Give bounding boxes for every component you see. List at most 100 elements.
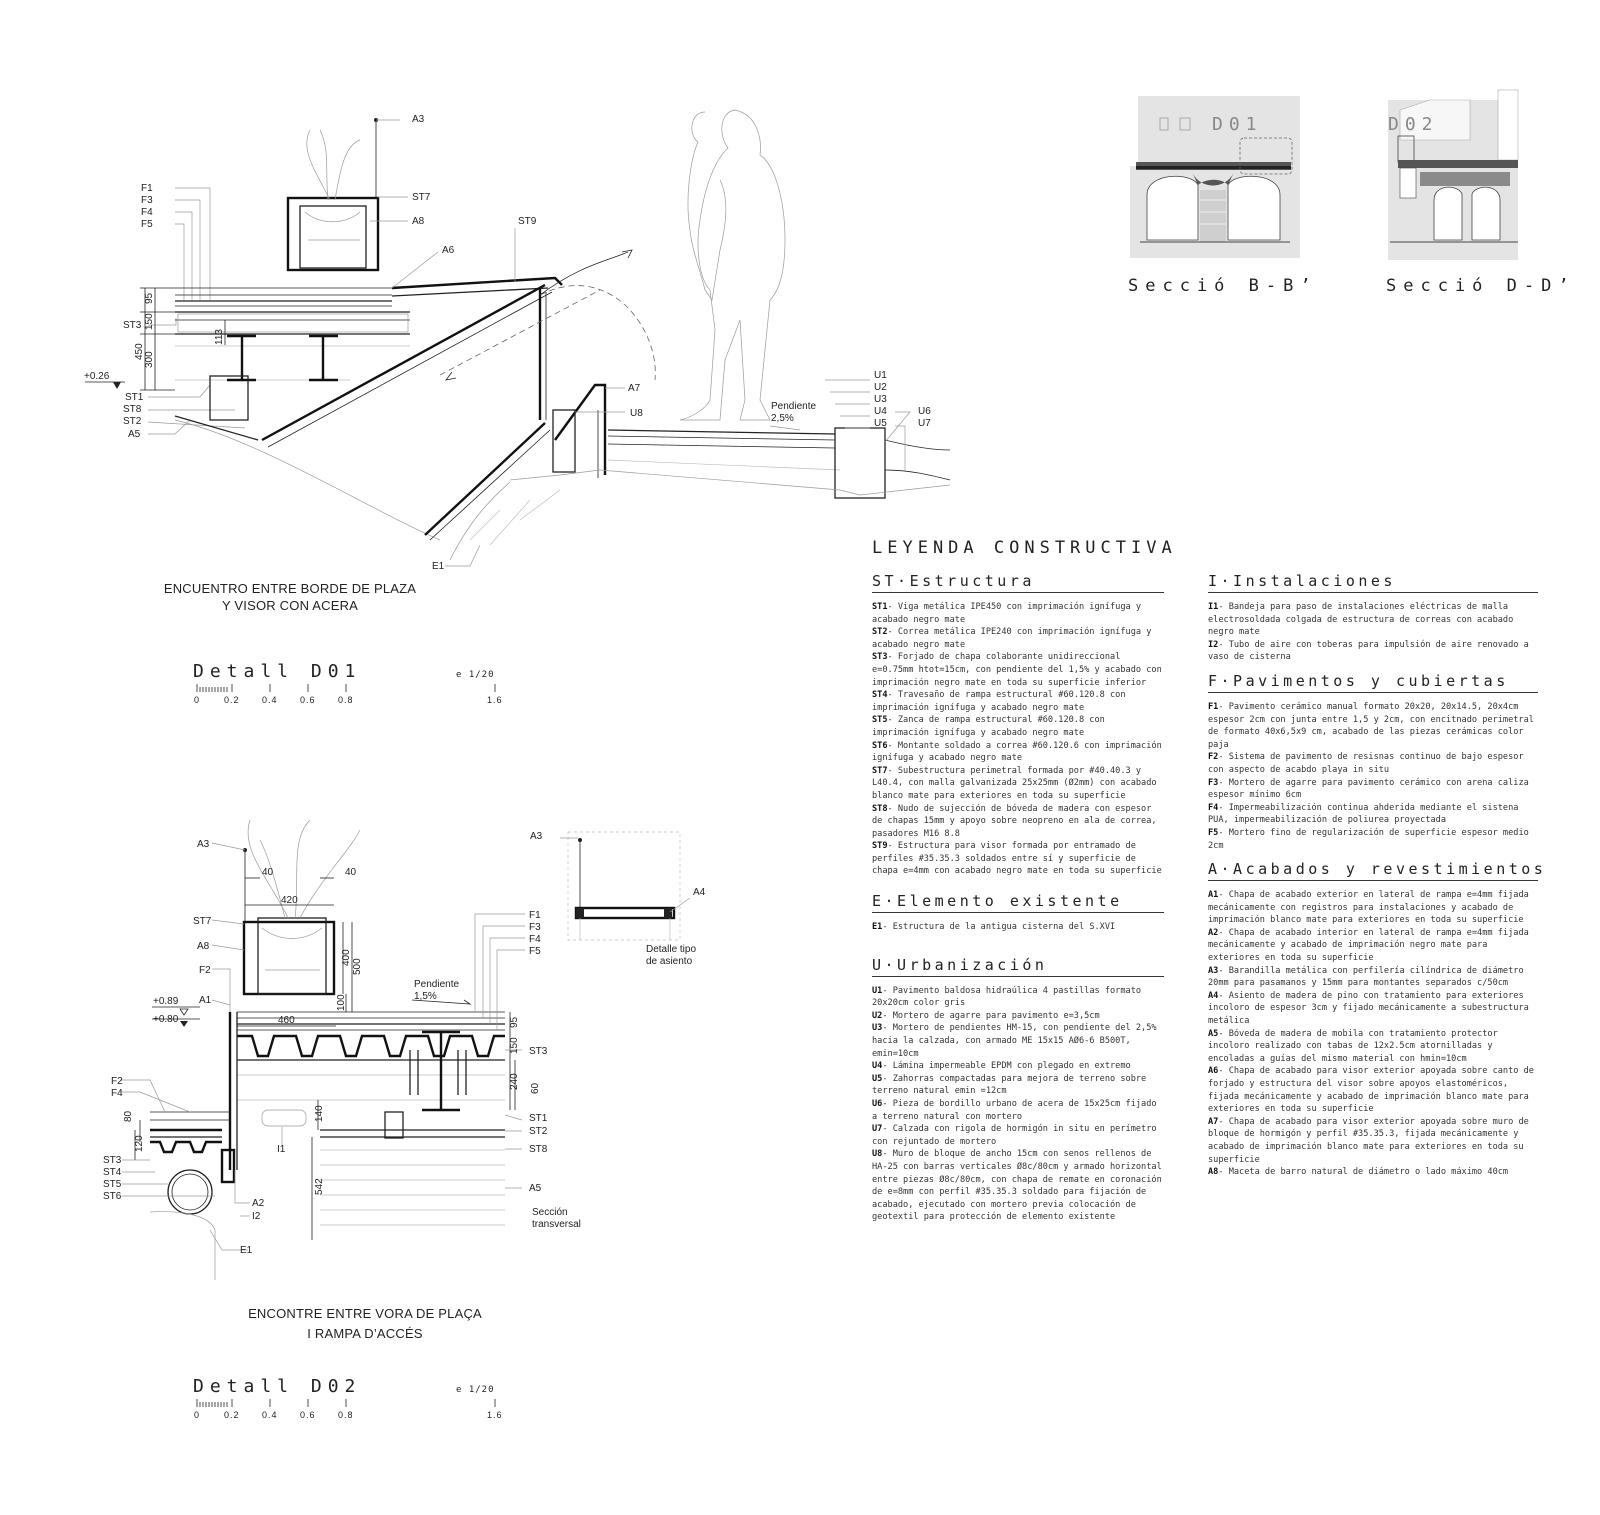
d01-label-a7: A7: [628, 383, 641, 394]
d02-level-1: +0.89: [153, 996, 179, 1007]
d02-label-st4: ST4: [103, 1167, 122, 1178]
legend-code: A1: [1208, 890, 1219, 901]
d02-label-a1: A1: [199, 995, 212, 1006]
d02-label-st3-left: ST3: [103, 1155, 122, 1166]
legend-item: A6- Chapa de acabado para visor exterior…: [1208, 1065, 1538, 1115]
legend-code: A2: [1208, 927, 1219, 938]
d01-scale-bar: [196, 684, 496, 692]
d01-label-st9: ST9: [518, 216, 537, 227]
d02-label-st6: ST6: [103, 1191, 122, 1202]
d02-slope-arrow: [411, 999, 472, 1005]
d02-dim-40a: 40: [262, 867, 274, 878]
legend-heading-st: ST·Estructura: [872, 572, 1164, 593]
legend-heading-e: E·Elemento existente: [872, 892, 1164, 914]
legend-code: U3: [872, 1023, 883, 1034]
legend-code: U5: [872, 1073, 883, 1084]
d01-label-st1: ST1: [125, 392, 144, 403]
legend-text: - Forjado de chapa colaborante unidirecc…: [872, 652, 1162, 688]
legend-item: A2- Chapa de acabado interior en lateral…: [1208, 927, 1538, 965]
legend-item: ST9- Estructura para visor formada por e…: [872, 840, 1164, 878]
legend-u-list: U1- Pavimento baldosa hidraúlica 4 pasti…: [872, 985, 1164, 1224]
d02-dim-150: 150: [509, 1037, 520, 1054]
d02-transversal-1: Sección: [532, 1207, 568, 1218]
legend-item: U3- Mortero de pendientes HM-15, con pen…: [872, 1022, 1164, 1060]
d02-dim-40b: 40: [345, 867, 357, 878]
d02-dim-120: 120: [134, 1135, 145, 1152]
legend-item: F2- Sistema de pavimento de resisnas con…: [1208, 751, 1538, 776]
d02-dimensions: [134, 877, 516, 1240]
legend-heading-f: F·Pavimentos y cubiertas: [1208, 672, 1538, 693]
detail-d02: A3 ST7 A8 F2 A1 F2 F4 ST3 ST4 ST5 ST6 F1…: [103, 819, 706, 1420]
d02-label-i2: I2: [252, 1211, 261, 1222]
d01-dim-300: 300: [144, 351, 155, 368]
d02-slope-value: 1,5%: [414, 991, 437, 1002]
d01-label-f3: F3: [141, 195, 153, 206]
d02-label-a3: A3: [197, 839, 210, 850]
legend-text: - Calzada con rigola de hormigón in situ…: [872, 1124, 1157, 1147]
legend-text: - Maceta de barro natural de diámetro o …: [1218, 1167, 1509, 1178]
d01-label-st8: ST8: [123, 404, 142, 415]
legend-code: A3: [1208, 965, 1219, 976]
d01-dim-113: 113: [214, 329, 225, 345]
d01-slope-label: Pendiente: [771, 401, 816, 412]
section-dd-thumbnail: D02 Secció D-D’: [1386, 89, 1576, 296]
d01-tick-1: 0.2: [224, 695, 240, 705]
d02-level-2: +0.80: [153, 1014, 179, 1025]
section-dd-title: Secció D-D’: [1386, 276, 1576, 296]
detail-d01: F1 F3 F4 F5 ST3 ST1 ST8 ST2 A5 A3 ST7 A8…: [84, 109, 951, 705]
legend-code: U8: [872, 1149, 883, 1160]
section-bb-title: Secció B-B’: [1128, 276, 1318, 296]
d01-label-u4: U4: [874, 406, 887, 417]
d01-label-u5: U5: [874, 418, 887, 429]
legend-code: F1: [1208, 701, 1219, 712]
d01-caption-line2: Y VISOR CON ACERA: [222, 598, 358, 613]
legend-code: U7: [872, 1124, 883, 1135]
legend-text: - Chapa de acabado para visor exterior a…: [1208, 1066, 1534, 1115]
legend-code: ST9: [872, 841, 888, 852]
legend-item: F4- Impermeabilización continua ahderida…: [1208, 802, 1538, 827]
d01-label-u8: U8: [630, 408, 643, 419]
d01-label-u1: U1: [874, 370, 887, 381]
d02-transversal-2: transversal: [532, 1219, 581, 1230]
d02-seat-label-a3: A3: [530, 831, 543, 842]
legend-code: U1: [872, 985, 883, 996]
d01-slope-value: 2,5%: [771, 413, 794, 424]
legend-item: I2- Tubo de aire con toberas para impuls…: [1208, 639, 1538, 664]
d02-label-f4-right: F4: [529, 934, 541, 945]
d01-dim-95: 95: [144, 292, 155, 304]
legend-text: - Pavimento cerámico manual formato 20x2…: [1208, 701, 1534, 750]
d02-leaders: [120, 842, 525, 1251]
legend-item: ST6- Montante soldado a correa #60.120.6…: [872, 740, 1164, 765]
legend-text: - Subestructura perimetral formada por #…: [872, 765, 1157, 801]
d01-label-f1: F1: [141, 183, 153, 194]
legend-code: F5: [1208, 827, 1219, 838]
d01-label-f5: F5: [141, 219, 153, 230]
d02-floor-slab: [237, 1011, 505, 1226]
d02-label-st8: ST8: [529, 1144, 548, 1155]
d02-dim-100: 100: [336, 994, 347, 1011]
d01-vault-node: [209, 375, 249, 421]
d02-scale: e 1/20: [456, 1385, 495, 1395]
legend-text: - Estructura para visor formada por entr…: [872, 841, 1162, 877]
legend-code: ST7: [872, 765, 888, 776]
legend-item: A7- Chapa de acabado para visor exterior…: [1208, 1116, 1538, 1166]
d01-label-st7: ST7: [412, 192, 431, 203]
d01-u8-wall: [552, 383, 607, 478]
d01-label-st3: ST3: [123, 320, 142, 331]
d01-label-st2: ST2: [123, 416, 142, 427]
d01-tick-2: 0.4: [262, 695, 278, 705]
legend-text: - Zanca de rampa estructural #60.120.8 c…: [872, 715, 1105, 738]
legend-text: - Sistema de pavimento de resisnas conti…: [1208, 752, 1524, 775]
legend-text: - Barandilla metálica con perfilería cil…: [1208, 965, 1524, 989]
legend-code: ST6: [872, 740, 888, 751]
legend-item: ST5- Zanca de rampa estructural #60.120.…: [872, 714, 1164, 739]
d02-tick-3: 0.6: [300, 1410, 316, 1420]
legend-text: - Nudo de sujección de bóveda de madera …: [872, 803, 1157, 839]
legend-code: E1: [872, 922, 883, 933]
legend-code: ST5: [872, 715, 888, 726]
d02-label-e1: E1: [240, 1245, 253, 1256]
legend-code: A7: [1208, 1116, 1219, 1127]
legend-item: F3- Mortero de agarre para pavimento cer…: [1208, 777, 1538, 802]
legend-text: - Mortero fino de regularización de supe…: [1208, 827, 1529, 851]
